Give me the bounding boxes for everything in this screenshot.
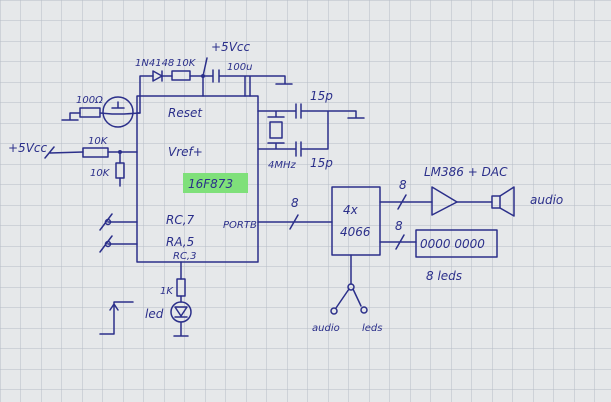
pin-vref: Vref+ (168, 145, 203, 159)
button-resistor-label: 100Ω (76, 95, 103, 106)
led-icon (170, 301, 192, 323)
pin-reset: Reset (168, 106, 203, 120)
vref-circuit: +5Vcc 10K 10K (8, 136, 138, 187)
led-bar-glyphs: 0000 0000 (420, 237, 485, 251)
mcu-inputs (99, 213, 138, 253)
resistor-icon (79, 107, 101, 118)
pin-rc3: RC,3 (173, 251, 196, 262)
pulse-icon (99, 301, 134, 335)
crystal-icon (269, 121, 283, 139)
audio-output-label: audio (530, 193, 563, 207)
pin-ra5: RA,5 (166, 235, 194, 249)
mcu-chip: 16F873 Reset Vref+ RC,7 RA,5 RC,3 PORTB (136, 95, 259, 263)
selector-leds-label: leds (362, 323, 383, 334)
led-bar: 0000 0000 8 leds (415, 229, 498, 283)
selector-audio-label: audio (312, 323, 340, 334)
vcc-label-reset: +5Vcc (211, 40, 250, 54)
portb-bus-width: 8 (291, 196, 299, 210)
amp-label: LM386 + DAC (424, 165, 508, 179)
switch-block: 8 4x 4066 8 8 audio leds (257, 178, 433, 334)
oscillator: 4MHz 15p 15p (257, 89, 365, 171)
status-led: 1K led (99, 261, 192, 337)
selector-switch-icon (347, 283, 355, 291)
diode-icon (152, 70, 163, 82)
vref-r-top-label: 10K (88, 136, 109, 147)
status-led-resistor-label: 1K (160, 286, 174, 297)
diode-label: 1N4148 (135, 58, 174, 69)
amplifier-icon (431, 186, 458, 216)
cap1-label: 15p (310, 89, 333, 103)
vref-r-bottom-label: 10K (90, 168, 111, 179)
reset-circuit: +5Vcc 1N4148 10K 100u 100Ω (61, 40, 293, 128)
resistor-icon (176, 278, 186, 297)
pin-rc7: RC,7 (166, 213, 195, 227)
crystal-label: 4MHz (268, 160, 297, 171)
audio-output: LM386 + DAC audio (424, 165, 563, 217)
button-icon (102, 96, 134, 128)
speaker-icon (491, 195, 501, 209)
led-bar-label: 8 leds (426, 269, 462, 283)
cap2-label: 15p (310, 156, 333, 170)
switch-line2: 4066 (340, 225, 371, 239)
mcu-part-label: 16F873 (188, 177, 233, 191)
reset-resistor-label: 10K (176, 58, 197, 69)
status-led-label: led (145, 307, 164, 321)
reset-cap-label: 100u (227, 62, 252, 73)
audio-bus-width: 8 (399, 178, 407, 192)
pin-portb: PORTB (223, 220, 257, 231)
resistor-icon (115, 162, 125, 179)
switch-line1: 4x (343, 203, 359, 217)
leds-bus-width: 8 (395, 219, 403, 233)
resistor-icon (82, 147, 109, 158)
vcc-label-vref: +5Vcc (8, 141, 47, 155)
